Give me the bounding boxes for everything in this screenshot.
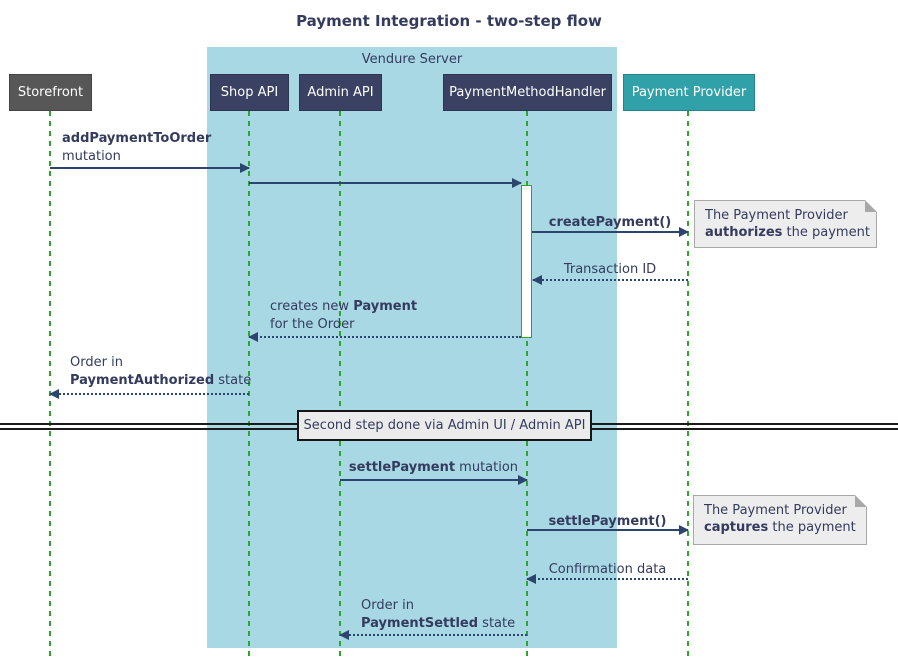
lifeline-storefront [49, 111, 51, 658]
arrow-order-settled-return [339, 630, 527, 640]
arrowhead-left-icon [532, 275, 542, 285]
lifeline-payment-method-handler [526, 111, 528, 658]
message-confirmation-data-label: Confirmation data [548, 562, 667, 577]
arrow-transaction-id-return [532, 275, 688, 285]
participant-shop-api-label: Shop API [220, 85, 279, 100]
arrow-creates-payment-return [248, 332, 521, 342]
message-settle-call-label: settlePayment() [548, 514, 667, 529]
participant-shop-api: Shop API [210, 74, 289, 111]
message-transaction-id: Transaction ID [532, 261, 688, 279]
message-creates-payment-bold: Payment [353, 299, 418, 314]
divider-label: Second step done via Admin UI / Admin AP… [303, 418, 586, 433]
note-authorizes-bold: authorizes [705, 225, 783, 240]
arrowhead-left-icon [49, 389, 59, 399]
note-captures-post: the payment [768, 520, 856, 535]
arrowhead-right-icon [240, 163, 250, 173]
arrow-shop-api-to-handler [249, 178, 522, 188]
message-order-authorized-bold: PaymentAuthorized [70, 373, 215, 388]
note-authorizes-post: the payment [782, 225, 870, 240]
note-captures-line1: The Payment Provider [704, 503, 847, 518]
message-order-settled-post: state [478, 616, 516, 631]
participant-storefront-label: Storefront [17, 85, 84, 100]
note-captures: The Payment Provider captures the paymen… [693, 495, 867, 545]
message-settle-mutation-bold: settlePayment [348, 460, 456, 475]
divider-second-step: Second step done via Admin UI / Admin AP… [297, 410, 592, 441]
vendure-server-container [207, 47, 617, 648]
participant-payment-method-handler: PaymentMethodHandler [443, 74, 612, 111]
message-order-settled-line1: Order in [361, 598, 414, 613]
message-confirmation-data: Confirmation data [527, 561, 688, 579]
message-creates-payment: creates new Payment for the Order [270, 298, 417, 334]
message-order-authorized-post: state [214, 373, 252, 388]
note-authorizes-line1: The Payment Provider [705, 208, 848, 223]
lifeline-admin-api [339, 111, 341, 658]
note-fold-icon [855, 495, 867, 507]
arrowhead-left-icon [526, 574, 536, 584]
message-order-settled-bold: PaymentSettled [361, 616, 479, 631]
message-order-authorized-line1: Order in [70, 355, 123, 370]
arrowhead-left-icon [339, 630, 349, 640]
message-settle-payment-call: settlePayment() [527, 513, 688, 531]
message-creates-payment-line2: for the Order [270, 317, 355, 332]
message-add-payment-line2: mutation [62, 149, 121, 164]
note-captures-bold: captures [704, 520, 769, 535]
message-order-settled: Order in PaymentSettled state [361, 597, 515, 633]
arrow-settle-payment-call [527, 525, 689, 535]
participant-admin-api-label: Admin API [307, 85, 374, 100]
participant-payment-method-handler-label: PaymentMethodHandler [449, 85, 606, 100]
arrow-add-payment-to-order [50, 163, 250, 173]
participant-admin-api: Admin API [299, 74, 382, 111]
message-transaction-id-label: Transaction ID [563, 262, 657, 277]
note-fold-icon [865, 200, 877, 212]
message-order-authorized: Order in PaymentAuthorized state [70, 354, 251, 390]
message-settle-payment-mutation: settlePayment mutation [340, 459, 527, 477]
message-create-payment-label: createPayment() [548, 215, 672, 230]
diagram-title: Payment Integration - two-step flow [296, 12, 602, 30]
arrow-confirmation-data-return [526, 574, 688, 584]
participant-payment-provider: Payment Provider [623, 74, 755, 111]
message-creates-payment-pre: creates new [270, 299, 354, 314]
message-add-payment-bold: addPaymentToOrder [62, 131, 212, 146]
note-authorizes: The Payment Provider authorizes the paym… [694, 200, 877, 248]
activation-bar-payment-method-handler [521, 185, 532, 338]
arrowhead-left-icon [248, 332, 258, 342]
message-settle-mutation-post: mutation [455, 460, 519, 475]
participant-storefront: Storefront [9, 74, 92, 111]
message-create-payment: createPayment() [532, 214, 688, 232]
arrowhead-right-icon [512, 178, 522, 188]
arrowhead-right-icon [679, 525, 689, 535]
arrow-order-authorized-return [49, 389, 249, 399]
participant-payment-provider-label: Payment Provider [631, 85, 747, 100]
message-add-payment-to-order: addPaymentToOrder mutation [62, 130, 211, 166]
arrowhead-right-icon [679, 227, 689, 237]
arrow-create-payment [532, 227, 689, 237]
arrowhead-right-icon [518, 475, 528, 485]
lifeline-shop-api [248, 111, 250, 658]
lifeline-payment-provider [687, 111, 689, 658]
arrow-settle-payment-mutation [340, 475, 528, 485]
vendure-server-label: Vendure Server [361, 52, 463, 67]
